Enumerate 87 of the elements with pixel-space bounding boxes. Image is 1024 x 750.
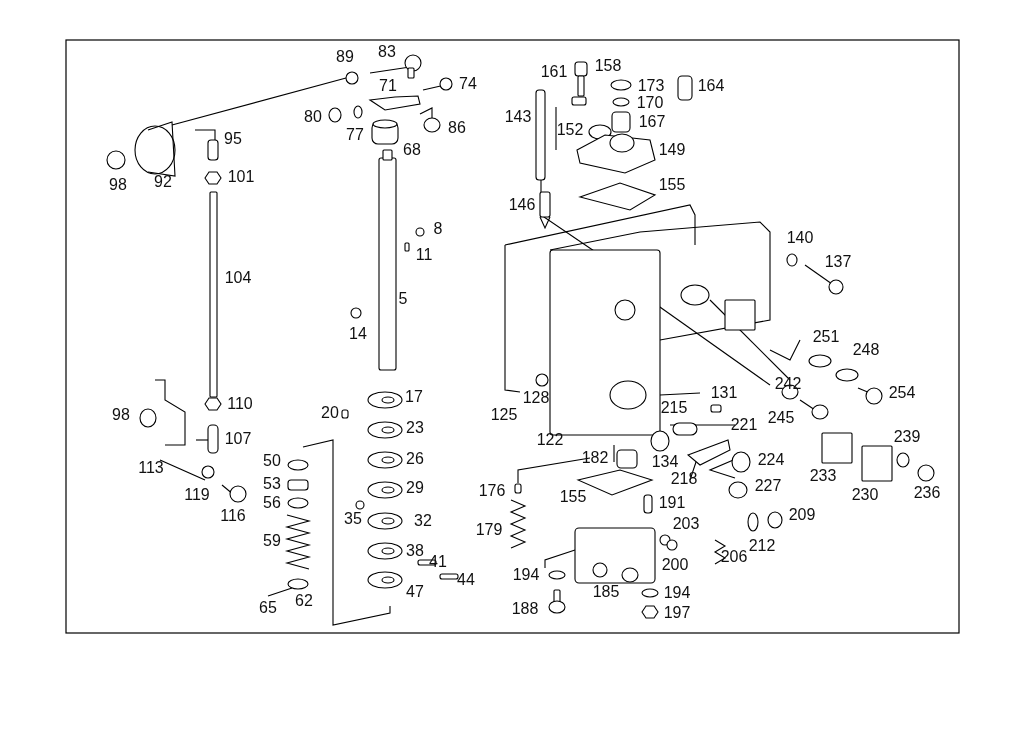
callout-number: 200 [661, 557, 689, 573]
callout-number: 113 [138, 460, 164, 476]
callout-number: 188 [511, 601, 539, 617]
callout-number: 17 [405, 389, 423, 405]
callout-number: 254 [888, 385, 916, 401]
callout-number: 179 [475, 522, 503, 538]
callout-number: 134 [651, 454, 679, 470]
callout-number: 233 [809, 468, 837, 484]
callout-number: 89 [336, 49, 354, 65]
callout-number: 155 [658, 177, 686, 193]
callout-number: 11 [415, 247, 433, 263]
callout-number: 155 [559, 489, 587, 505]
callout-number: 176 [478, 483, 506, 499]
callout-number: 65 [259, 600, 277, 616]
callout-number: 74 [459, 76, 477, 92]
callout-number: 212 [748, 538, 776, 554]
callout-number: 218 [670, 471, 698, 487]
callout-number: 230 [851, 487, 879, 503]
callout-number: 29 [406, 480, 424, 496]
callout-number: 59 [263, 533, 281, 549]
callout-number: 8 [433, 221, 443, 237]
callout-number: 182 [581, 450, 609, 466]
callout-number: 122 [536, 432, 564, 448]
callout-number: 203 [672, 516, 700, 532]
callout-number: 26 [406, 451, 424, 467]
callout-number: 140 [786, 230, 814, 246]
callout-number: 50 [263, 453, 281, 469]
callout-number: 227 [754, 478, 782, 494]
callout-number: 164 [697, 78, 725, 94]
callout-number: 125 [490, 407, 518, 423]
callout-number: 68 [403, 142, 421, 158]
callout-number: 14 [349, 326, 367, 342]
callout-number: 35 [344, 511, 362, 527]
callout-number: 86 [448, 120, 466, 136]
callout-number: 116 [220, 508, 246, 524]
callout-number: 47 [406, 584, 424, 600]
callout-number: 44 [457, 572, 475, 588]
callout-number: 95 [224, 131, 242, 147]
callout-number: 206 [720, 549, 748, 565]
callout-number: 209 [788, 507, 816, 523]
callout-number: 161 [540, 64, 568, 80]
callout-number: 77 [346, 127, 364, 143]
callout-number: 20 [321, 405, 339, 421]
callout-number: 197 [663, 605, 691, 621]
callout-number: 98 [112, 407, 130, 423]
callout-number: 38 [406, 543, 424, 559]
callout-number: 104 [224, 270, 252, 286]
callout-number: 191 [658, 495, 686, 511]
callout-number: 62 [295, 593, 313, 609]
callout-number: 41 [429, 554, 447, 570]
callout-number: 143 [504, 109, 532, 125]
callout-number: 149 [658, 142, 686, 158]
callout-number: 56 [263, 495, 281, 511]
callout-number: 107 [224, 431, 252, 447]
callout-number: 152 [556, 122, 584, 138]
callout-number: 215 [660, 400, 688, 416]
callout-number: 119 [184, 487, 210, 503]
callout-number: 248 [852, 342, 880, 358]
callout-number: 251 [812, 329, 840, 345]
callout-number: 98 [109, 177, 127, 193]
callout-number: 167 [638, 114, 666, 130]
callout-number: 5 [398, 291, 408, 307]
callout-number: 185 [592, 584, 620, 600]
callout-number: 92 [154, 174, 172, 190]
callout-number: 221 [730, 417, 758, 433]
callout-number: 101 [227, 169, 255, 185]
callout-number: 71 [379, 78, 397, 94]
callout-number: 146 [508, 197, 536, 213]
callout-number: 23 [406, 420, 424, 436]
callout-number: 239 [893, 429, 921, 445]
callout-number: 194 [512, 567, 540, 583]
callout-number: 224 [757, 452, 785, 468]
callout-number: 158 [594, 58, 622, 74]
callout-number: 32 [414, 513, 432, 529]
callout-number: 80 [304, 109, 322, 125]
callout-number: 131 [710, 385, 738, 401]
callout-number: 110 [227, 396, 253, 412]
callout-number: 242 [774, 376, 802, 392]
callout-number: 194 [663, 585, 691, 601]
callout-number: 83 [378, 44, 396, 60]
callout-number: 173 [637, 78, 665, 94]
callout-number: 137 [824, 254, 852, 270]
callout-number: 245 [767, 410, 795, 426]
callout-number: 128 [522, 390, 550, 406]
callout-number: 236 [913, 485, 941, 501]
callout-number: 170 [636, 95, 664, 111]
callout-number: 53 [263, 476, 281, 492]
